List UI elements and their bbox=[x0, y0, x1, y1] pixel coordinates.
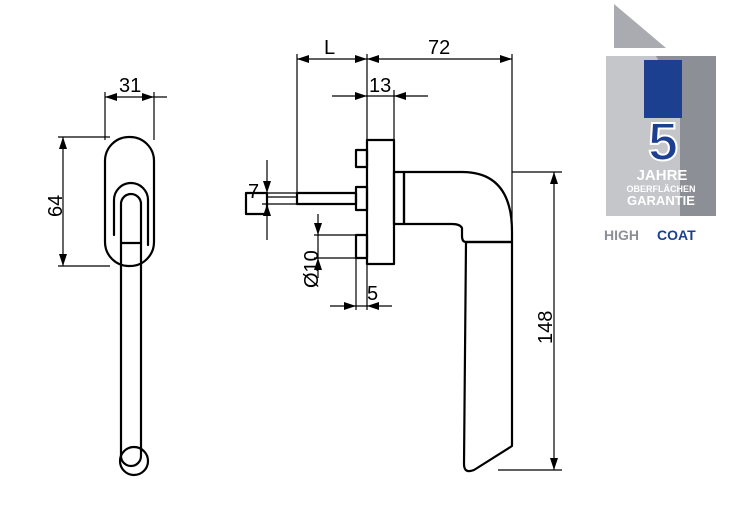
side-spindle bbox=[295, 191, 358, 206]
side-handle-head bbox=[402, 170, 514, 244]
dim-64-label: 64 bbox=[45, 195, 67, 217]
dim-72-arrow-right bbox=[500, 55, 512, 63]
dim-148-arrow-top bbox=[550, 172, 558, 184]
dim-7-label: 7 bbox=[248, 181, 259, 203]
front-handle-end bbox=[118, 445, 150, 477]
dim-7-arrow-bottom bbox=[263, 204, 271, 216]
side-peg-middle bbox=[354, 185, 369, 212]
dim-L-arrow-left bbox=[297, 55, 309, 63]
side-rose-plate bbox=[365, 138, 396, 266]
badge-brand-coat: COAT bbox=[657, 227, 696, 243]
dim-5-arrow-right bbox=[367, 302, 379, 310]
badge-line3: GARANTIE bbox=[627, 193, 695, 208]
dim-L-label: L bbox=[324, 37, 335, 59]
front-rose-plate bbox=[103, 135, 156, 268]
dim-72-label: 72 bbox=[428, 37, 450, 59]
badge-blue-block bbox=[644, 60, 682, 118]
dim-148-label: 148 bbox=[535, 311, 557, 344]
dim-13-label: 13 bbox=[369, 75, 391, 97]
dim-31-arrow-left bbox=[105, 93, 117, 101]
dim-5-arrow-left bbox=[344, 302, 356, 310]
dim-d10-arrow-bottom bbox=[314, 258, 322, 270]
side-collar bbox=[392, 170, 406, 226]
dim-31-arrow-right bbox=[142, 93, 154, 101]
badge-brand-high: HIGH bbox=[604, 227, 639, 243]
dim-7-arrow-top bbox=[263, 181, 271, 193]
front-neck-collar bbox=[112, 181, 150, 247]
dim-d10-arrow-top bbox=[314, 223, 322, 235]
side-peg-bottom bbox=[354, 233, 369, 260]
guarantee-badge: 5 JAHRE OBERFLÄCHEN GARANTIE HIGH COAT bbox=[604, 4, 716, 243]
dim-5-label: 5 bbox=[367, 283, 378, 305]
side-handle-grip bbox=[462, 240, 514, 473]
dim-64-arrow-top bbox=[59, 137, 67, 149]
dim-L-arrow-right bbox=[355, 55, 367, 63]
dim-d10-label: Ø10 bbox=[301, 250, 323, 288]
badge-number: 5 bbox=[648, 112, 678, 172]
dim-148-arrow-bottom bbox=[550, 458, 558, 470]
badge-line1: JAHRE bbox=[637, 167, 688, 184]
dim-72-arrow-left bbox=[367, 55, 379, 63]
front-view: 31 64 bbox=[45, 75, 167, 477]
side-view: L 72 13 7 Ø10 5 bbox=[244, 37, 562, 473]
badge-corner-fold bbox=[614, 4, 666, 48]
front-handle-bar bbox=[119, 238, 143, 468]
badge-line2: OBERFLÄCHEN bbox=[627, 184, 696, 194]
front-neck-inner bbox=[119, 192, 143, 244]
dim-64-arrow-bottom bbox=[59, 254, 67, 266]
dim-13-arrow-right bbox=[394, 92, 406, 100]
side-peg-top bbox=[354, 148, 369, 169]
dim-31-label: 31 bbox=[119, 75, 141, 97]
dim-13-arrow-left bbox=[355, 92, 367, 100]
